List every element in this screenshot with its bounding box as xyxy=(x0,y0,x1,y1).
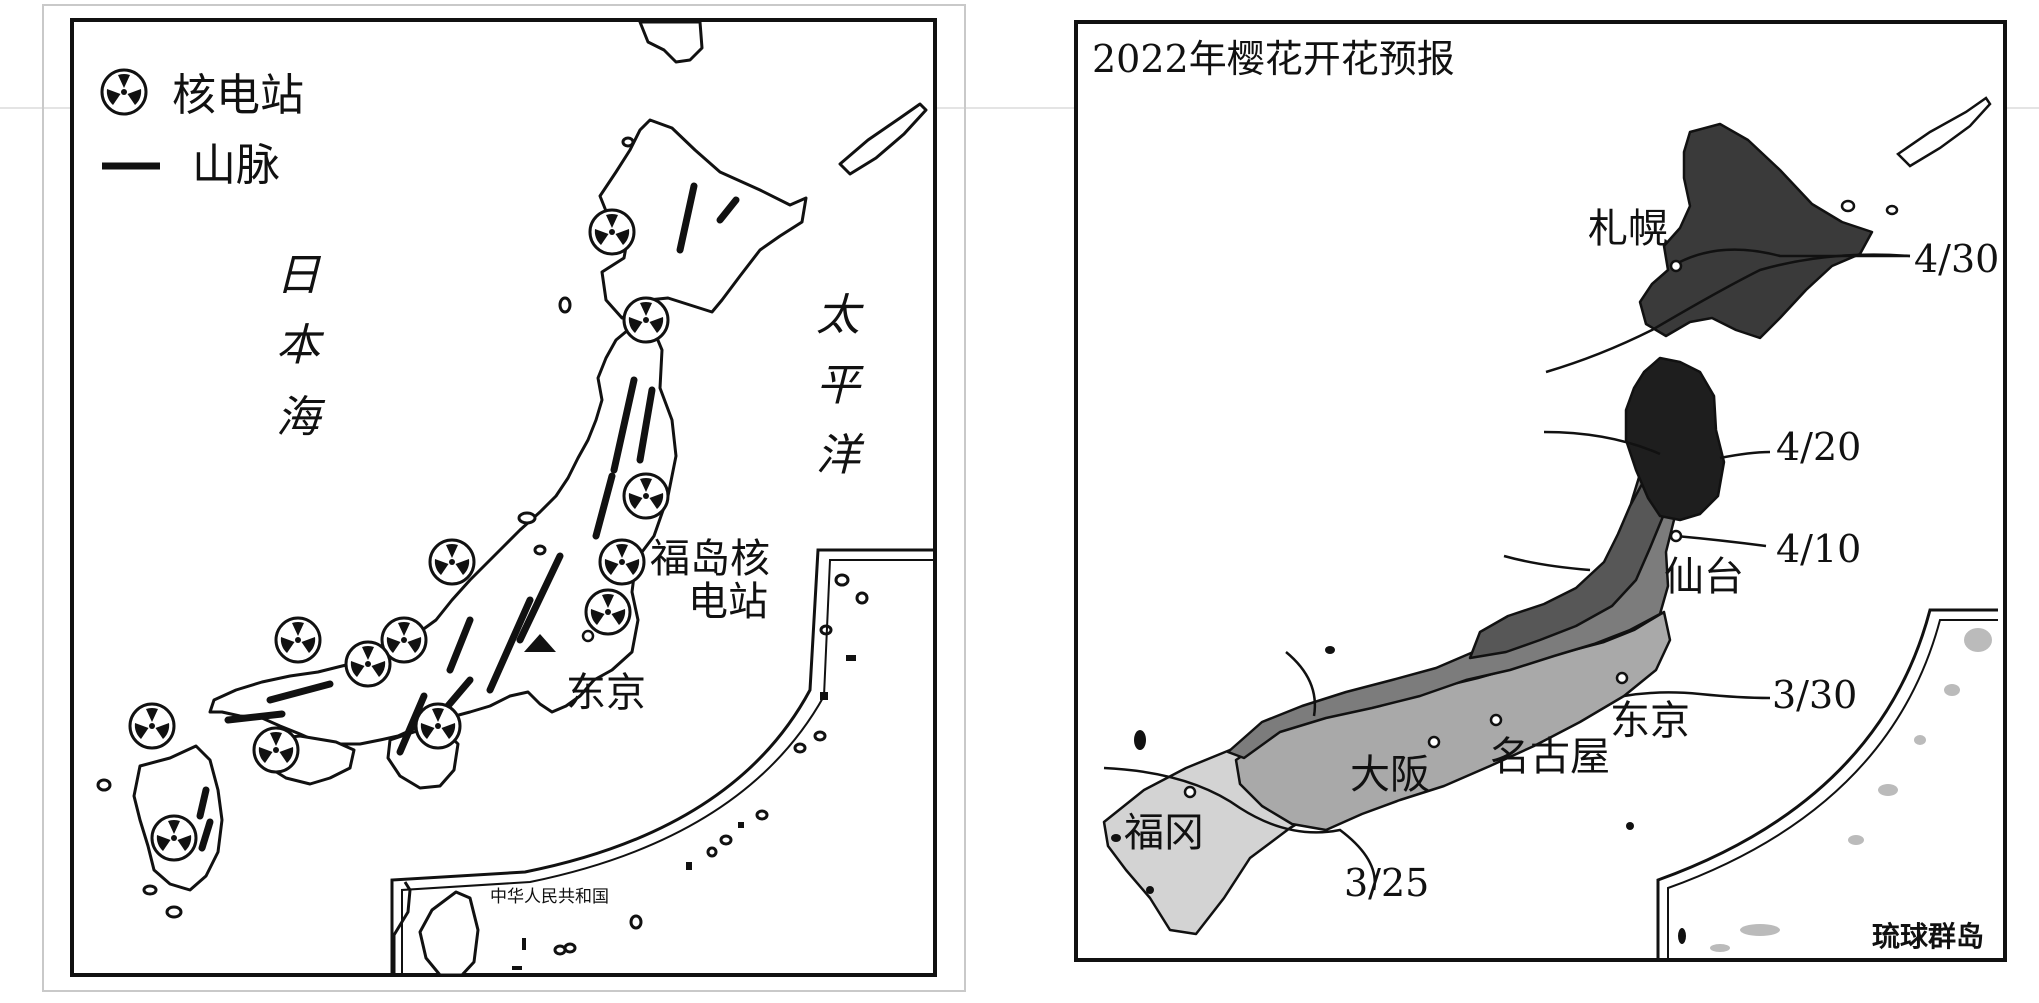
legend-mountain-label: 山脉 xyxy=(192,140,280,191)
fukushima-label: 福岛核 电站 xyxy=(650,536,770,625)
china-coast xyxy=(392,881,412,975)
mount-fuji-marker xyxy=(524,634,556,652)
tokyo-marker xyxy=(1615,671,1629,685)
left-outer-frame xyxy=(42,4,966,992)
china-label: 中华人民共和国 xyxy=(490,887,609,907)
inset-boundary-line xyxy=(390,548,935,975)
isoline-kinki xyxy=(1285,651,1317,717)
svg-text:本: 本 xyxy=(276,320,325,371)
nuclear-plant-icon xyxy=(622,472,670,520)
nuclear-plant-icon xyxy=(428,538,476,586)
nuclear-plant-icon xyxy=(150,814,198,862)
ryukyu-label: 琉球群岛 xyxy=(1872,920,1984,953)
fukushima-nuclear-plant-icon xyxy=(584,588,632,636)
nuclear-plant-icon xyxy=(344,640,392,688)
legend: 核电站 山脉 xyxy=(100,68,304,191)
mountain-ranges xyxy=(196,182,740,852)
isoline-label-0325: 3/25 xyxy=(1344,861,1429,905)
nuclear-plant-legend-icon xyxy=(100,68,148,116)
svg-text:平: 平 xyxy=(816,360,864,411)
nuclear-plant-icon xyxy=(128,702,176,750)
inset-boundary-line-inner xyxy=(401,559,935,975)
nagoya-marker xyxy=(1489,713,1503,727)
sakura-title: 2022年樱花开花预报 xyxy=(1092,37,1455,81)
ryukyu-inset-line-inner xyxy=(1667,619,1998,960)
city-markers xyxy=(1183,259,1683,799)
nuclear-plant-icon xyxy=(598,538,646,586)
sendai-marker xyxy=(1669,529,1683,543)
city-sendai-label: 仙台 xyxy=(1664,554,1744,600)
svg-text:海: 海 xyxy=(276,392,326,443)
isoline-0330 xyxy=(1623,691,1771,700)
svg-text:太: 太 xyxy=(816,290,864,341)
city-tokyo-label: 东京 xyxy=(1610,698,1690,744)
isoline-0420 xyxy=(1543,430,1771,460)
band-hokkaido xyxy=(1638,122,1874,340)
nuclear-plant-icon xyxy=(622,296,670,344)
sapporo-marker xyxy=(1669,259,1683,273)
nuclear-plant-icon xyxy=(414,702,462,750)
isoline-label-0330: 3/30 xyxy=(1772,673,1857,717)
fukuoka-marker xyxy=(1183,785,1197,799)
nuclear-plant-icon xyxy=(588,208,636,256)
city-nagoya-label: 名古屋 xyxy=(1490,734,1610,780)
sakhalin-coast xyxy=(638,20,704,64)
isoline-label-0430: 4/30 xyxy=(1914,237,1999,281)
isoline-labels: 4/30 4/20 4/10 3/30 3/25 xyxy=(1344,237,1999,905)
nuclear-plant-icon xyxy=(252,726,300,774)
bloom-isolines xyxy=(1103,248,1911,891)
sea-of-japan-label: 日 本 海 xyxy=(276,250,326,443)
tokyo-label: 东京 xyxy=(566,670,646,716)
small-islands xyxy=(96,136,869,956)
ryukyu-inset-line xyxy=(1656,608,1998,960)
tokyo-marker xyxy=(581,629,595,643)
city-labels: 札幌 仙台 东京 名古屋 大阪 福冈 xyxy=(1124,206,1744,856)
svg-text:日: 日 xyxy=(276,250,322,301)
isoline-0410 xyxy=(1503,534,1767,572)
kuril-islands xyxy=(1840,96,1992,216)
svg-text:福岛核: 福岛核 xyxy=(650,536,770,582)
svg-text:电站: 电站 xyxy=(688,579,768,625)
kuril-coast xyxy=(838,102,928,176)
legend-nuclear-label: 核电站 xyxy=(172,70,304,121)
honshu-coast xyxy=(208,324,678,746)
hokkaido-coast xyxy=(598,118,808,320)
taiwan-coast xyxy=(418,890,480,977)
city-fukuoka-label: 福冈 xyxy=(1124,810,1204,856)
nuclear-plant-icon xyxy=(274,616,322,664)
nuclear-map: 核电站 山脉 日 本 海 太 平 洋 xyxy=(42,4,966,992)
scattered-islets xyxy=(1111,646,1686,944)
isoline-label-0420: 4/20 xyxy=(1776,425,1861,469)
osaka-marker xyxy=(1427,735,1441,749)
isoline-0430-b xyxy=(1675,248,1910,266)
ryukyu-islands xyxy=(1710,628,1992,952)
band-darkest xyxy=(1624,356,1726,522)
isoline-0325 xyxy=(1103,766,1377,891)
bloom-bands xyxy=(1102,122,1874,936)
pacific-ocean-label: 太 平 洋 xyxy=(816,290,865,481)
isoline-label-0410: 4/10 xyxy=(1776,527,1861,571)
svg-text:洋: 洋 xyxy=(816,430,865,481)
city-osaka-label: 大阪 xyxy=(1350,752,1430,798)
city-sapporo-label: 札幌 xyxy=(1588,206,1668,252)
sakura-map: 2022年樱花开花预报 xyxy=(1074,20,2007,962)
